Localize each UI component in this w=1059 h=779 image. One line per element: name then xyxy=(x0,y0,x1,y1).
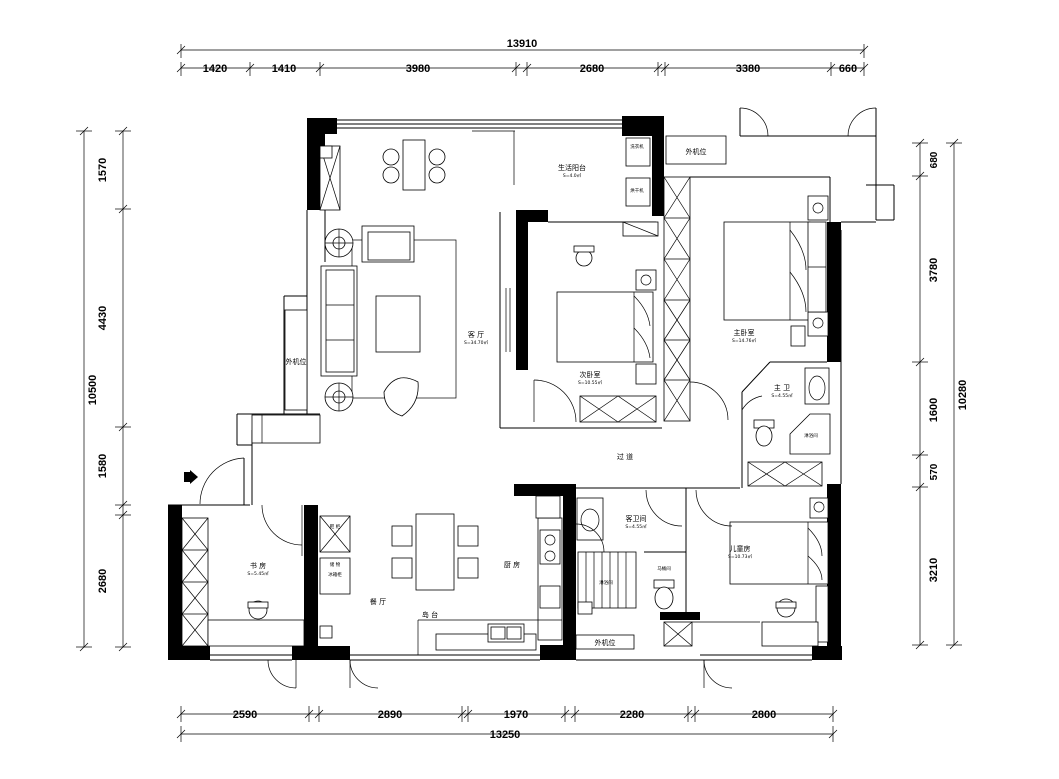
left-segment-dimensions: 1570 4430 1580 2680 xyxy=(97,126,131,652)
bedroom2-area: S=10.55㎡ xyxy=(578,379,603,386)
master-bath-label: 主 卫 xyxy=(774,383,790,392)
kitchen-label: 厨 房 xyxy=(504,560,520,569)
aircon-label-left: 外机位 xyxy=(286,357,307,366)
balcony-window xyxy=(739,107,895,221)
bottom-total-label: 13250 xyxy=(490,729,521,741)
left-dim-2: 4430 xyxy=(97,306,109,330)
master-bedroom-area: S=14.76㎡ xyxy=(732,337,757,344)
master-bedroom-label: 主卧室 xyxy=(734,328,755,337)
bottom-dim-4: 2280 xyxy=(620,709,644,721)
top-dim-2: 1410 xyxy=(272,63,296,75)
guest-bath-area: S=4.55㎡ xyxy=(625,523,647,530)
bottom-segment-dimensions: 2590 2890 1970 2280 2800 xyxy=(176,706,838,722)
bottom-dim-1: 2590 xyxy=(233,709,257,721)
left-total-label: 10500 xyxy=(87,375,99,406)
bottom-dim-5: 2800 xyxy=(752,709,776,721)
entrance-arrow-icon xyxy=(184,470,198,484)
living-room-area: S=34.70㎡ xyxy=(464,339,489,346)
study-label: 书 房 xyxy=(250,561,266,570)
dining-area: 餐 厅 鞋 柜 储 物 冰箱柜 xyxy=(319,513,479,689)
right-total-label: 10280 xyxy=(957,380,969,411)
entrance xyxy=(184,457,245,505)
study-area: S=5.45㎡ xyxy=(247,570,269,577)
balcony-area: S=4.0㎡ xyxy=(563,172,582,179)
balcony-label: 生活阳台 xyxy=(558,163,586,172)
guest-bath-label: 客卫间 xyxy=(626,514,647,523)
right-dim-4: 570 xyxy=(929,463,940,480)
kids-room: 儿童房 S=10.73㎡ xyxy=(663,489,829,689)
dining-label: 餐 厅 xyxy=(370,597,386,606)
laundry-dryer-label: 烘干机 xyxy=(630,187,644,194)
living-room-furniture: 外机位 客 厅 S=34.70㎡ xyxy=(251,130,515,444)
kids-room-area: S=10.73㎡ xyxy=(728,553,753,560)
guest-shower-label: 淋浴间 xyxy=(599,579,613,586)
kids-room-label: 儿童房 xyxy=(730,544,751,553)
master-shower-label: 淋浴间 xyxy=(804,432,818,439)
bottom-total-dimension: 13250 xyxy=(176,726,838,742)
guest-bath: 客卫间 S=4.55㎡ 淋浴间 马桶间 外机位 xyxy=(575,489,686,650)
master-bedroom: 主卧室 S=14.76㎡ xyxy=(723,195,829,347)
top-dim-3: 3980 xyxy=(406,63,430,75)
top-dim-6: 660 xyxy=(839,63,857,75)
wardrobe-column xyxy=(663,176,729,422)
toilet-room-label: 马桶间 xyxy=(657,565,671,572)
corridor-label: 过 道 xyxy=(617,452,633,461)
top-dim-1: 1420 xyxy=(203,63,227,75)
utility-balcony: 生活阳台 S=4.0㎡ 洗衣机 烘干机 外机位 xyxy=(558,135,727,237)
right-dim-1: 680 xyxy=(929,151,940,168)
top-segment-dimensions: 1420 1410 3980 2680 3380 660 xyxy=(176,62,869,76)
left-dim-1: 1570 xyxy=(97,158,109,182)
shoe-cabinet-label: 鞋 柜 xyxy=(330,523,341,530)
storage-label: 储 物 xyxy=(330,561,341,568)
top-dim-5: 3380 xyxy=(736,63,760,75)
fridge-label: 冰箱柜 xyxy=(328,571,342,578)
master-bath: 主 卫 S=4.55㎡ 淋浴间 xyxy=(741,367,831,487)
bedroom-2: 次卧室 S=10.55㎡ xyxy=(505,245,657,423)
right-total-dimension: 10280 xyxy=(946,138,969,650)
bottom-dim-2: 2890 xyxy=(378,709,402,721)
bottom-dim-3: 1970 xyxy=(504,709,528,721)
right-dim-3: 1600 xyxy=(928,398,940,422)
top-dim-4: 2680 xyxy=(580,63,604,75)
study: 书 房 S=5.45㎡ xyxy=(181,504,305,689)
bedroom2-label: 次卧室 xyxy=(580,370,601,379)
right-segment-dimensions: 680 3780 1600 570 3210 xyxy=(912,138,940,650)
kitchen: 厨 房 岛 台 xyxy=(417,495,563,655)
left-total-dimension: 10500 xyxy=(76,126,99,652)
island-label: 岛 台 xyxy=(422,610,438,619)
top-total-label: 13910 xyxy=(507,38,538,50)
left-dim-4: 2680 xyxy=(97,569,109,593)
master-bath-area: S=4.55㎡ xyxy=(771,392,793,399)
right-dim-5: 3210 xyxy=(928,558,940,582)
aircon-label-top: 外机位 xyxy=(686,147,707,156)
left-dim-3: 1580 xyxy=(97,454,109,478)
top-total-dimension: 13910 xyxy=(176,38,869,58)
right-dim-2: 3780 xyxy=(928,258,940,282)
aircon-label-bottom: 外机位 xyxy=(595,638,616,647)
living-room-label: 客 厅 xyxy=(468,330,484,339)
laundry-washer-label: 洗衣机 xyxy=(630,143,644,150)
